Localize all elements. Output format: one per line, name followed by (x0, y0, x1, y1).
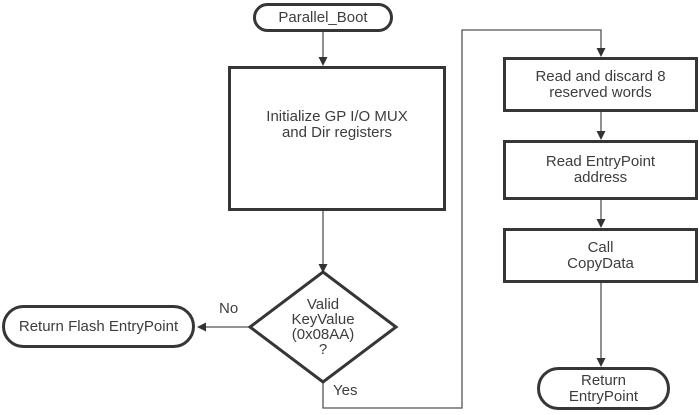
node-return-flash-entrypoint: Return Flash EntryPoint (2, 305, 195, 348)
arrowhead-into-returnflash (197, 322, 206, 332)
node-label: Parallel_Boot (278, 8, 368, 26)
node-read-discard-reserved-words: Read and discard 8 reserved words (503, 57, 698, 112)
arrowhead-into-decision (318, 264, 328, 273)
node-label-line: address (573, 169, 628, 186)
node-label-line: Read EntryPoint (545, 153, 656, 170)
node-initialize-gpio-mux: Initialize GP I/O MUX and Dir registers (228, 66, 446, 211)
edge-label-no: No (219, 300, 239, 317)
node-label-line: CopyData (567, 254, 634, 272)
node-label-line: Read and discard 8 (535, 67, 666, 85)
node-label-line: (0x08AA) (291, 326, 355, 343)
node-start-parallel-boot: Parallel_Boot (253, 3, 393, 32)
node-label-line: Call (587, 238, 614, 256)
node-label-line: Initialize GP I/O MUX (266, 108, 408, 125)
node-label-line: Return (580, 371, 627, 389)
node-return-entrypoint: Return EntryPoint (537, 367, 670, 410)
node-label-line: EntryPoint (568, 387, 639, 405)
node-label-line: and Dir registers (281, 124, 393, 141)
decision-diamond-shape (247, 270, 399, 384)
node-label-line: ? (318, 341, 328, 358)
arrowhead-into-init (318, 57, 328, 66)
node-decision-valid-keyvalue: Valid KeyValue (0x08AA) ? (263, 295, 383, 359)
node-read-entrypoint-address: Read EntryPoint address (503, 140, 698, 200)
node-label-line: reserved words (549, 83, 652, 101)
edge-label-yes: Yes (333, 382, 358, 399)
arrowhead-into-returnentry (596, 358, 606, 367)
node-label: Return Flash EntryPoint (18, 317, 179, 335)
arrowhead-into-readdiscard (596, 48, 606, 57)
arrowhead-into-readentry (596, 131, 606, 140)
node-label-line: KeyValue (291, 311, 355, 328)
arrowhead-into-copydata (596, 219, 606, 228)
node-label-line: Valid (306, 296, 340, 313)
connector-yes-route (322, 29, 602, 409)
node-call-copydata: Call CopyData (503, 228, 698, 283)
